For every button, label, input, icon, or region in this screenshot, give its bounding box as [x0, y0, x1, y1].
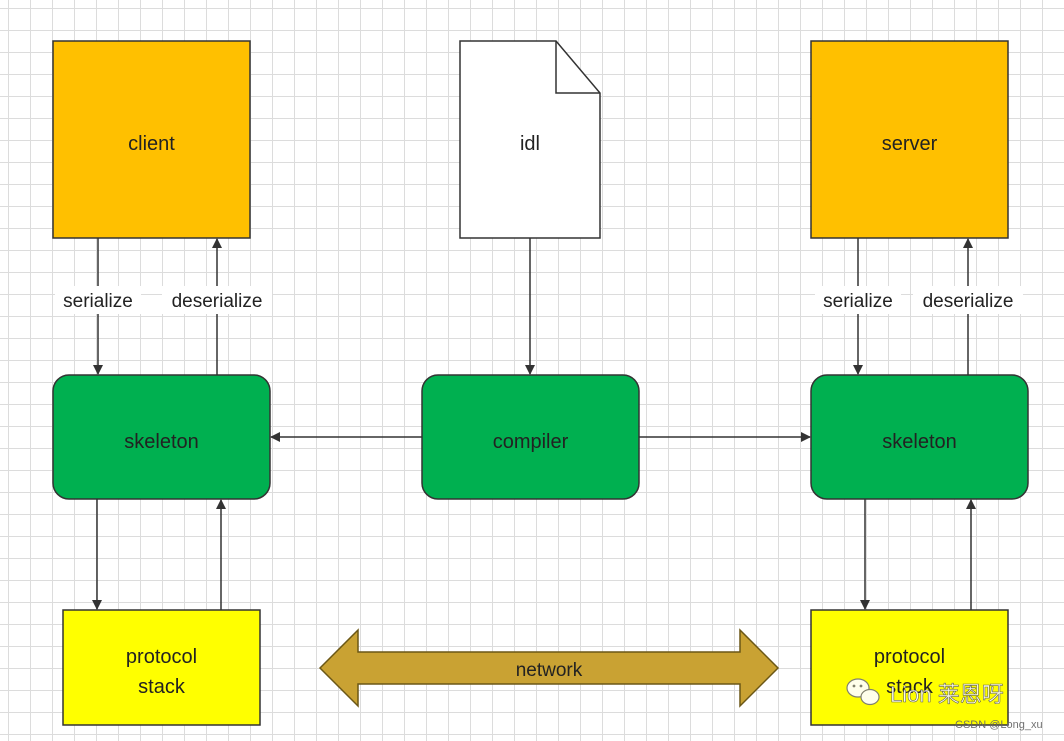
network-label: network — [516, 660, 583, 681]
watermark: Lion 莱恩呀 CSDN @Long_xu — [846, 678, 1043, 731]
page-fold-icon — [555, 41, 600, 94]
idl-document-node[interactable]: idl — [459, 40, 601, 239]
protocol-right-line2: stack — [886, 676, 934, 698]
server-label: server — [882, 133, 938, 155]
deserialize-left-label: deserialize — [172, 291, 263, 312]
watermark-brand: Lion 莱恩呀 — [890, 682, 1004, 707]
compiler-node[interactable]: compiler — [421, 374, 640, 500]
compiler-label: compiler — [493, 431, 569, 453]
idl-label: idl — [520, 133, 540, 155]
serialize-left-label: serialize — [63, 291, 133, 312]
protocol-stack-left-node[interactable]: protocol stack — [62, 609, 261, 726]
serialize-right-bg — [815, 286, 901, 314]
wechat-icon — [846, 678, 880, 706]
network-arrow: network — [318, 628, 780, 708]
skeleton-right-label: skeleton — [882, 431, 957, 453]
watermark-credit: CSDN @Long_xu — [955, 719, 1043, 731]
skeleton-right-node[interactable]: skeleton — [810, 374, 1029, 500]
skeleton-left-label: skeleton — [124, 431, 199, 453]
deserialize-left-bg — [162, 286, 272, 314]
client-label: client — [128, 133, 175, 155]
protocol-left-line2: stack — [138, 676, 186, 698]
client-node[interactable]: client — [52, 40, 251, 239]
protocol-right-line1: protocol — [874, 646, 945, 668]
skeleton-left-node[interactable]: skeleton — [52, 374, 271, 500]
deserialize-right-bg — [913, 286, 1023, 314]
serialize-left-bg — [55, 286, 141, 314]
serialize-right-label: serialize — [823, 291, 893, 312]
protocol-left-line1: protocol — [126, 646, 197, 668]
server-node[interactable]: server — [810, 40, 1009, 239]
protocol-stack-right-node[interactable]: protocol stack — [810, 609, 1009, 726]
deserialize-right-label: deserialize — [923, 291, 1014, 312]
